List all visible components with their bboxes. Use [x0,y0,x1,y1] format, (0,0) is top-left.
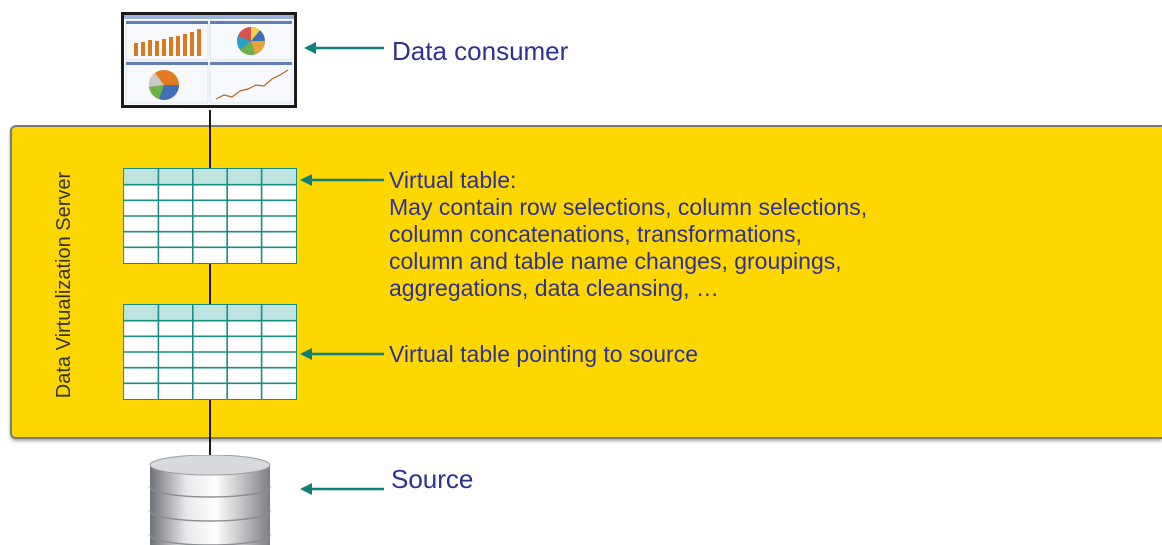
left-arrow-icon [300,174,384,186]
left-arrow-icon [304,42,384,54]
virtual-table-description: Virtual table: May contain row selection… [389,167,867,302]
virtual-table-line: column concatenations, transformations, [389,221,802,247]
data-consumer-label: Data consumer [392,36,569,66]
source-label: Source [391,464,474,494]
connector-wire [209,264,211,304]
left-arrow-icon [300,348,384,360]
connector-wire [209,110,211,168]
database-icon [149,455,271,545]
source-virtual-table-icon [123,304,297,400]
connector-wire [209,400,211,456]
left-arrow-icon [300,483,384,495]
source-table-label: Virtual table pointing to source [389,341,698,367]
dashboard-monitor-icon [121,12,297,108]
virtual-table-line: column and table name changes, groupings… [389,248,842,274]
virtual-table-line: May contain row selections, column selec… [389,194,868,220]
virtual-table-title: Virtual table: [389,167,517,193]
virtual-table-line: aggregations, data cleansing, … [389,275,719,301]
virtual-table-icon [123,168,297,264]
server-label: Data Virtualization Server [53,171,75,399]
